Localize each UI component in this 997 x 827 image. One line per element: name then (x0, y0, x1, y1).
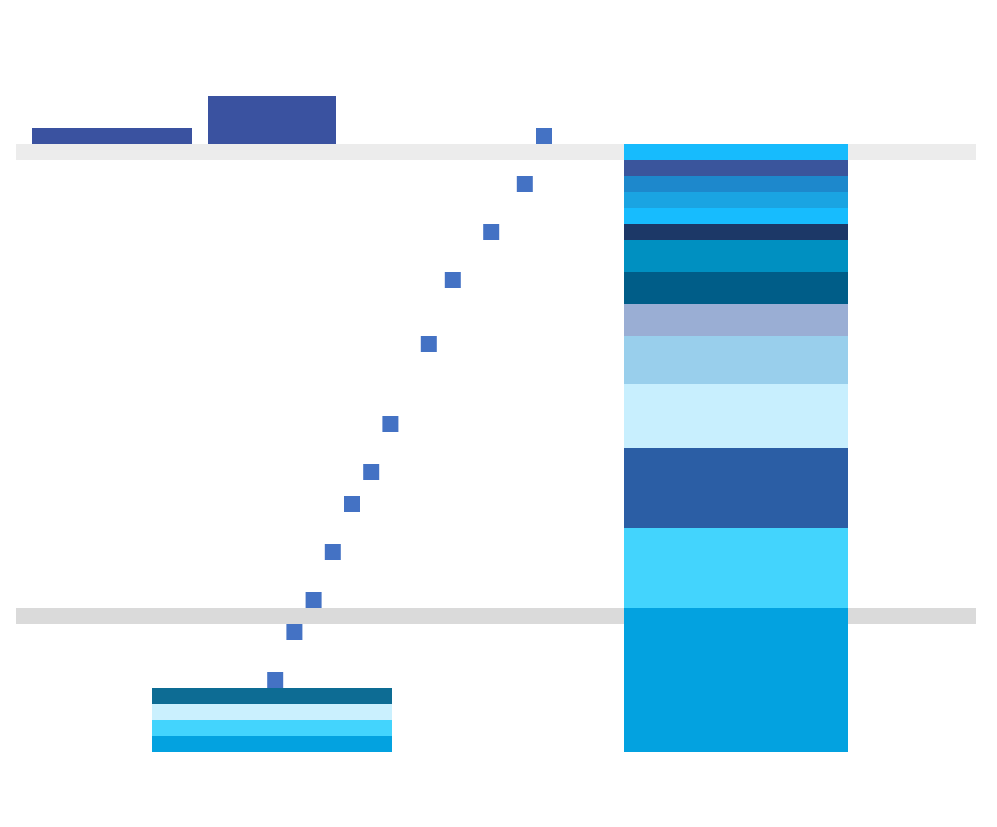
trend-point (286, 624, 303, 640)
trend-point (444, 272, 461, 288)
bar-segment (624, 272, 848, 304)
bar-segment (624, 176, 848, 192)
bar-segment (624, 608, 848, 752)
bar-segment (152, 688, 392, 704)
bar-segment (152, 736, 392, 752)
bar-segment (624, 448, 848, 528)
bar-segment (624, 160, 848, 176)
bar-segment (624, 208, 848, 224)
bar-segment (624, 240, 848, 272)
trend-point (344, 496, 360, 512)
bar-segment (624, 192, 848, 208)
bar-segment (624, 144, 848, 160)
tab-data[interactable] (208, 96, 336, 144)
bar-segment (624, 528, 848, 608)
bar-segment (624, 336, 848, 384)
trend-point (536, 128, 552, 144)
trend-point (305, 592, 322, 608)
trend-point (483, 224, 500, 240)
bar-segment (152, 720, 392, 736)
bar-segment (624, 304, 848, 336)
tab-chart[interactable] (32, 96, 192, 144)
trend-point (267, 672, 284, 688)
bar-segment (624, 224, 848, 240)
trend-point (516, 176, 533, 192)
trend-point (382, 416, 399, 432)
trend-point (324, 544, 341, 560)
trend-point (420, 336, 437, 352)
bar-segment (624, 384, 848, 448)
trend-point (363, 464, 380, 480)
bar-segment (152, 704, 392, 720)
